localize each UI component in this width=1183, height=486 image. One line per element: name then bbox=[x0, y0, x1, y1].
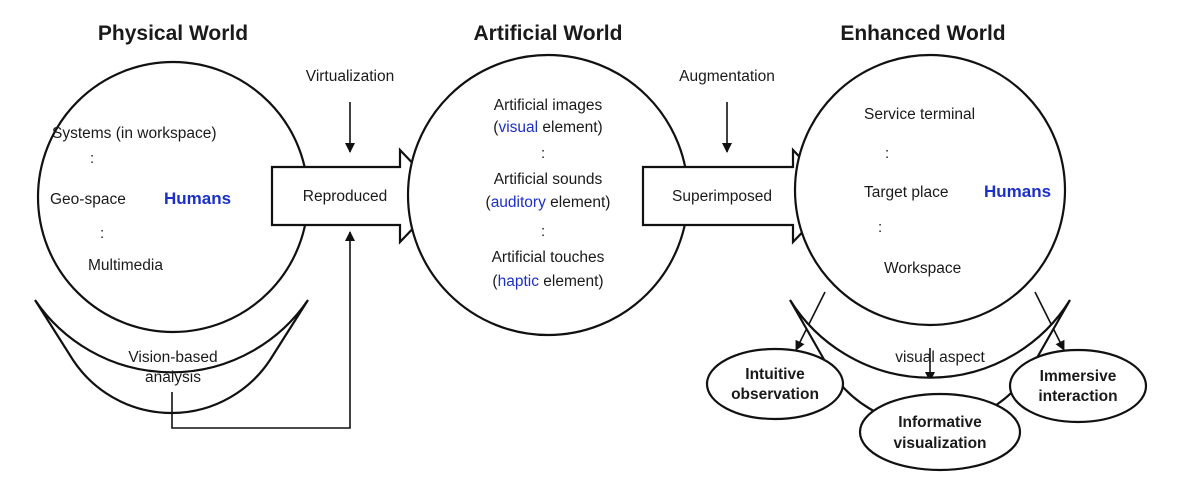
enhanced-item-target-place: Target place bbox=[864, 184, 948, 201]
physical-world-group: Systems (in workspace) : Geo-space Human… bbox=[34, 60, 310, 415]
enhanced-dots-2: : bbox=[878, 219, 882, 236]
immersive-interaction-line1: Immersive bbox=[1040, 368, 1117, 385]
auditory-element-keyword: auditory bbox=[491, 194, 546, 211]
superimposed-label: Superimposed bbox=[672, 188, 772, 205]
vision-analysis-label-line2: analysis bbox=[145, 369, 201, 386]
enhanced-item-service-terminal: Service terminal bbox=[864, 106, 975, 123]
informative-visualization-line1: Informative bbox=[898, 414, 982, 431]
physical-dots-2: : bbox=[100, 225, 104, 242]
artificial-sounds-element: (auditory element) bbox=[486, 194, 611, 211]
artificial-world-group: Artificial images (visual element) : Art… bbox=[406, 53, 690, 337]
intuitive-observation-line1: Intuitive bbox=[745, 366, 805, 383]
enhanced-humans-label: Humans bbox=[984, 182, 1051, 201]
artificial-dots-2: : bbox=[541, 223, 545, 240]
physical-item-geospace: Geo-space bbox=[50, 191, 126, 208]
intuitive-observation-oval bbox=[705, 347, 845, 421]
enhanced-item-workspace: Workspace bbox=[884, 260, 961, 277]
haptic-element-keyword: haptic bbox=[498, 273, 540, 290]
arrow-to-intuitive bbox=[795, 291, 826, 351]
enhanced-dots-1: : bbox=[885, 145, 889, 162]
physical-item-systems: Systems (in workspace) bbox=[52, 125, 217, 142]
physical-humans-label: Humans bbox=[164, 189, 231, 208]
enhanced-world-group: Service terminal : Target place Humans :… bbox=[705, 53, 1148, 472]
intuitive-observation-line2: observation bbox=[731, 386, 819, 403]
physical-world-title: Physical World bbox=[98, 22, 248, 45]
visual-element-keyword: visual bbox=[498, 119, 538, 136]
artificial-images-element: (visual element) bbox=[493, 119, 602, 136]
physical-dots-1: : bbox=[90, 150, 94, 167]
artificial-touches-label: Artificial touches bbox=[492, 249, 605, 266]
immersive-interaction-line2: interaction bbox=[1038, 388, 1117, 405]
vision-analysis-band bbox=[34, 299, 309, 415]
immersive-interaction-oval bbox=[1008, 348, 1148, 424]
feedback-arrow bbox=[171, 231, 355, 429]
arrow-to-immersive bbox=[1034, 291, 1065, 351]
reproduced-label: Reproduced bbox=[303, 188, 387, 205]
artificial-touches-element: (haptic element) bbox=[492, 273, 603, 290]
artificial-sounds-label: Artificial sounds bbox=[494, 171, 603, 188]
artificial-dots-1: : bbox=[541, 145, 545, 162]
vision-analysis-label-line1: Vision-based bbox=[128, 349, 217, 366]
informative-visualization-oval bbox=[858, 392, 1022, 472]
artificial-images-label: Artificial images bbox=[494, 97, 603, 114]
virtualization-label: Virtualization bbox=[306, 68, 394, 85]
informative-visualization-line2: visualization bbox=[893, 435, 986, 452]
enhanced-world-title: Enhanced World bbox=[840, 22, 1005, 45]
augmentation-label: Augmentation bbox=[679, 68, 775, 85]
visual-aspect-label: visual aspect bbox=[895, 349, 985, 366]
physical-item-multimedia: Multimedia bbox=[88, 257, 163, 274]
artificial-world-title: Artificial World bbox=[474, 22, 623, 45]
enhanced-world-circle bbox=[793, 53, 1067, 327]
